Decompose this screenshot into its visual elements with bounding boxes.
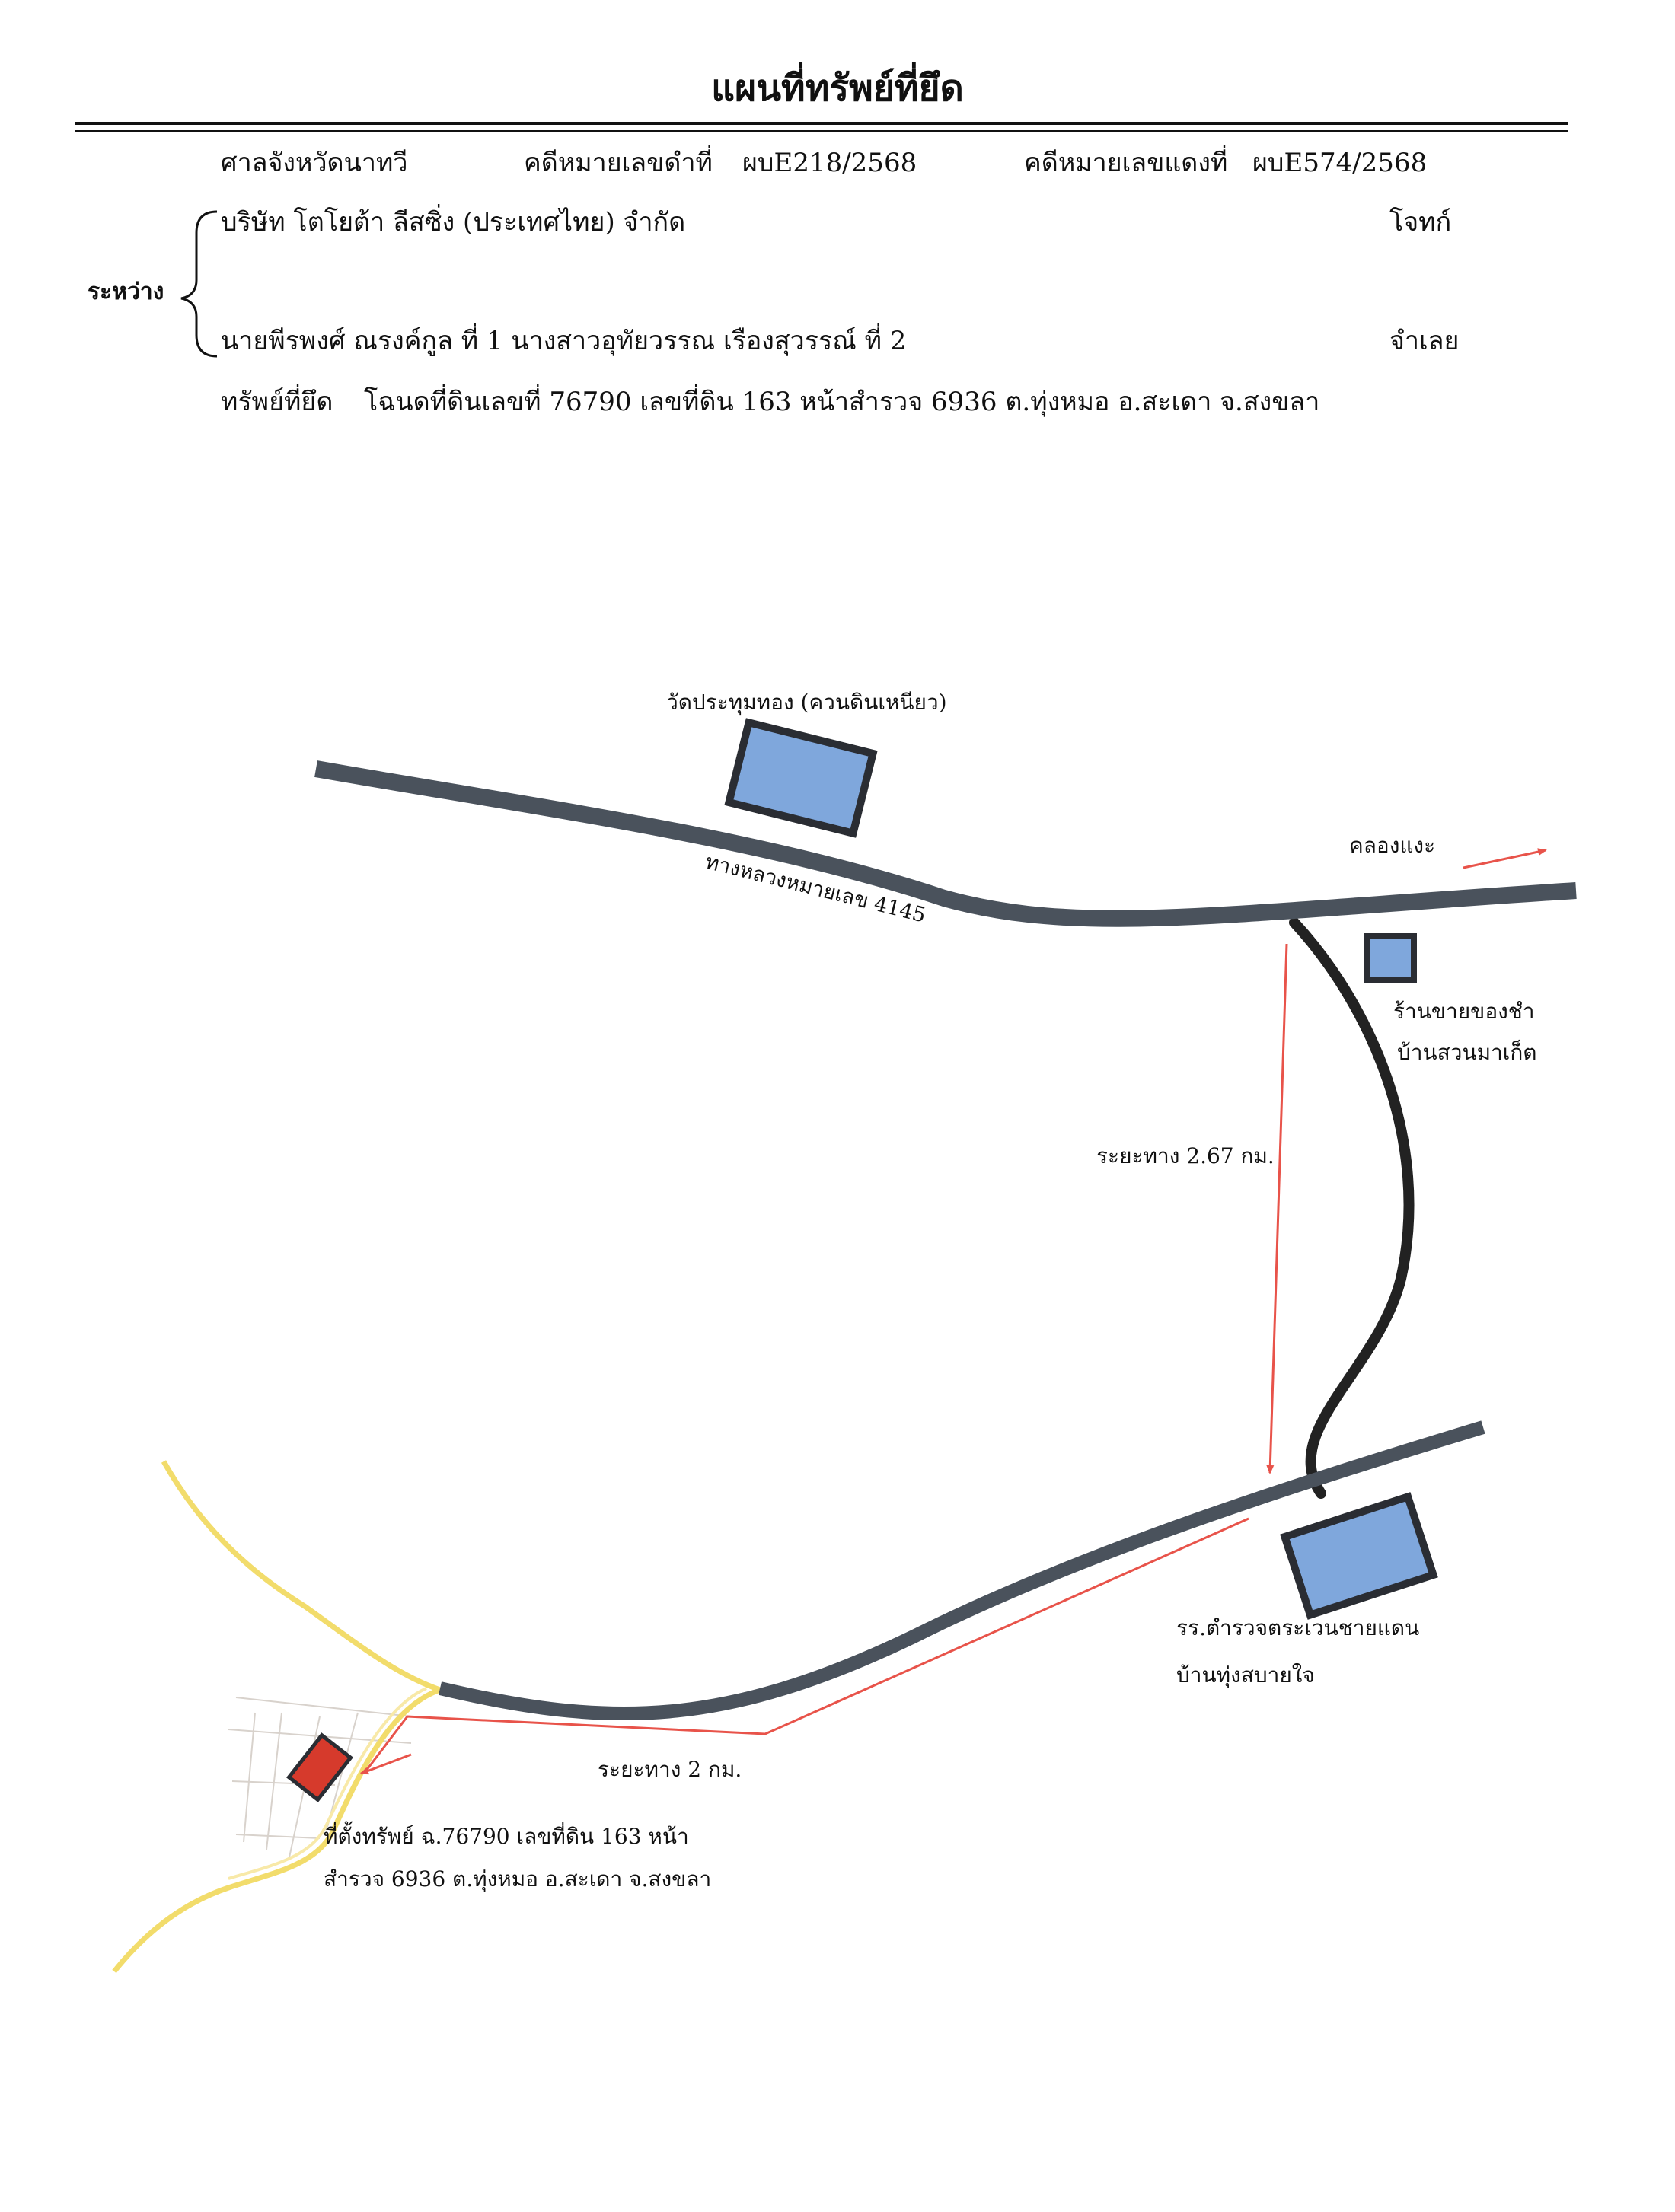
distance-label-2: ระยะทาง 2 กม. <box>598 1757 742 1782</box>
temple-label: วัดประทุมทอง (ควนดินเหนียว) <box>666 690 947 716</box>
property-description: โฉนดที่ดินเลขที่ 76790 เลขที่ดิน 163 หน้… <box>364 387 1320 417</box>
plaintiff-role: โจทก์ <box>1389 207 1452 237</box>
lower-main-road <box>438 1420 1485 1721</box>
temple-building <box>724 718 878 838</box>
distance-arrow-1 <box>1266 943 1288 1474</box>
property-label: ทรัพย์ที่ยึด <box>221 387 333 417</box>
yellow-road-lower-edge <box>228 1687 427 1880</box>
property-label-line2: สำรวจ 6936 ต.ทุ่งหมอ อ.สะเดา จ.สงขลา <box>324 1866 711 1892</box>
distance-label-1: ระยะทาง 2.67 กม. <box>1096 1143 1275 1168</box>
school-label-line2: บ้านทุ่งสบายใจ <box>1176 1662 1315 1688</box>
direction-label: คลองแงะ <box>1349 833 1435 858</box>
shop-building <box>1364 933 1417 983</box>
yellow-road-lower <box>112 1687 442 1974</box>
page-title: แผนที่ทรัพย์ที่ยึด <box>711 67 964 110</box>
defendant-role: จำเลย <box>1389 326 1460 356</box>
title-rule-thick <box>75 122 1568 125</box>
red-case-label: คดีหมายเลขแดงที่ <box>1024 148 1228 178</box>
highway-4145 <box>314 760 1577 927</box>
school-label-line1: รร.ตำรวจตระเวนชายแดน <box>1176 1615 1419 1640</box>
red-case-number: ผบE574/2568 <box>1252 148 1428 178</box>
shop-label-line2: บ้านสวนมาเก็ต <box>1397 1039 1536 1065</box>
title-rule-thin <box>75 130 1568 132</box>
school-building <box>1280 1492 1438 1620</box>
plaintiff-name: บริษัท โตโยต้า ลีสซิ่ง (ประเทศไทย) จำกัด <box>221 207 686 237</box>
property-parcel <box>286 1732 353 1802</box>
side-road <box>1289 917 1415 1499</box>
property-label-line1: ที่ตั้งทรัพย์ ฉ.76790 เลขที่ดิน 163 หน้า <box>324 1821 689 1849</box>
court-name: ศาลจังหวัดนาทวี <box>221 148 408 178</box>
property-arrow <box>359 1753 412 1775</box>
yellow-road-upper <box>161 1460 442 1693</box>
shop-label-line1: ร้านขายของชำ <box>1393 999 1535 1024</box>
defendants-names: นายพีรพงศ์ ณรงค์กูล ที่ 1 นางสาวอุทัยวรร… <box>221 326 907 356</box>
direction-arrow <box>1463 848 1547 869</box>
black-case-label: คดีหมายเลขดำที่ <box>524 148 713 178</box>
distance-route-2 <box>362 1517 1249 1774</box>
between-label: ระหว่าง <box>88 279 164 305</box>
black-case-number: ผบE218/2568 <box>742 148 917 178</box>
